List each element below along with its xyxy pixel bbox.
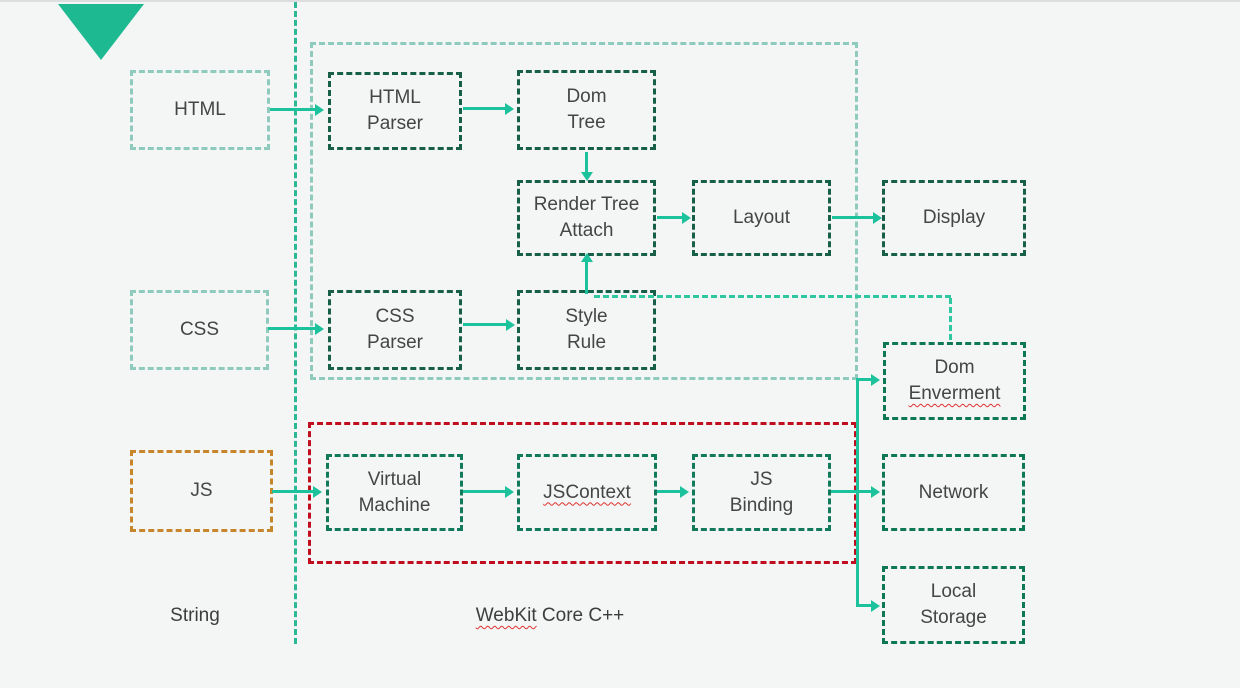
connector-js-binding-vertical-line xyxy=(856,379,859,607)
arrow-style-rule-to-render-tree xyxy=(580,253,593,294)
arrow-js-binding-to-network xyxy=(831,485,880,498)
arrow-layout-to-display xyxy=(832,211,882,224)
node-html-input-label: HTML xyxy=(174,99,226,121)
node-display-label: Display xyxy=(922,207,986,229)
arrow-js-to-virtual-machine xyxy=(272,485,322,498)
node-dom-tree-label: Dom Tree xyxy=(566,86,607,133)
node-jscontext: JSContext xyxy=(517,454,657,531)
string-core-divider-line xyxy=(294,2,297,644)
webkit-core-caption: WebKit Core C++ xyxy=(460,605,640,627)
node-css-parser: CSS Parser xyxy=(328,290,462,370)
node-dom-environment-label: Dom Enverment xyxy=(909,355,1001,406)
arrow-html-parser-to-dom-tree xyxy=(463,102,514,115)
node-js-input: JS xyxy=(130,450,273,532)
node-render-tree-attach-label: Render Tree Attach xyxy=(533,194,640,241)
node-jscontext-label: JSContext xyxy=(543,481,631,503)
node-js-input-label: JS xyxy=(190,480,213,502)
node-dom-environment: Dom Enverment xyxy=(883,342,1026,420)
arrow-render-tree-to-layout xyxy=(657,211,691,224)
node-network-label: Network xyxy=(918,481,989,503)
arrow-virtual-machine-to-jscontext xyxy=(463,485,514,498)
node-style-rule-label: Style Rule xyxy=(565,306,608,353)
js-engine-container xyxy=(308,422,857,564)
node-dom-environment-line2: Enverment xyxy=(908,383,1001,404)
node-js-binding: JS Binding xyxy=(692,454,831,531)
node-render-tree-attach: Render Tree Attach xyxy=(517,180,656,256)
webkit-core-caption-word2: Core C++ xyxy=(536,605,625,626)
triangle-marker-icon xyxy=(58,4,144,60)
arrow-connector-to-local-storage xyxy=(856,599,880,612)
node-virtual-machine-label: Virtual Machine xyxy=(358,468,431,516)
node-css-input-label: CSS xyxy=(179,319,220,341)
node-local-storage-label: Local Storage xyxy=(920,581,987,628)
node-html-parser: HTML Parser xyxy=(328,72,462,150)
arrow-css-to-css-parser xyxy=(268,322,324,335)
node-style-rule: Style Rule xyxy=(517,290,656,370)
string-caption-label: String xyxy=(170,605,220,626)
webkit-core-container xyxy=(310,42,858,380)
node-dom-environment-line1: Dom xyxy=(934,357,975,379)
node-js-binding-label: JS Binding xyxy=(729,468,794,516)
arrow-connector-to-dom-environment xyxy=(856,373,880,386)
dashed-connector-horizontal xyxy=(594,295,951,298)
node-css-parser-label: CSS Parser xyxy=(367,306,423,353)
string-caption: String xyxy=(150,605,240,627)
arrow-html-to-html-parser xyxy=(270,103,324,116)
node-css-input: CSS xyxy=(130,290,269,370)
node-html-input: HTML xyxy=(130,70,270,150)
node-local-storage: Local Storage xyxy=(882,566,1025,644)
node-layout-label: Layout xyxy=(732,207,791,229)
node-dom-tree: Dom Tree xyxy=(517,70,656,150)
dashed-connector-vertical xyxy=(949,298,952,340)
node-layout: Layout xyxy=(692,180,831,256)
node-network: Network xyxy=(882,454,1025,531)
node-html-parser-label: HTML Parser xyxy=(367,87,423,134)
webkit-core-caption-word1: WebKit xyxy=(475,605,537,626)
arrow-dom-tree-to-render-tree xyxy=(580,152,593,181)
arrow-jscontext-to-js-binding xyxy=(657,485,689,498)
arrow-css-parser-to-style-rule xyxy=(463,318,515,331)
node-virtual-machine: Virtual Machine xyxy=(326,454,463,531)
node-display: Display xyxy=(882,180,1026,256)
